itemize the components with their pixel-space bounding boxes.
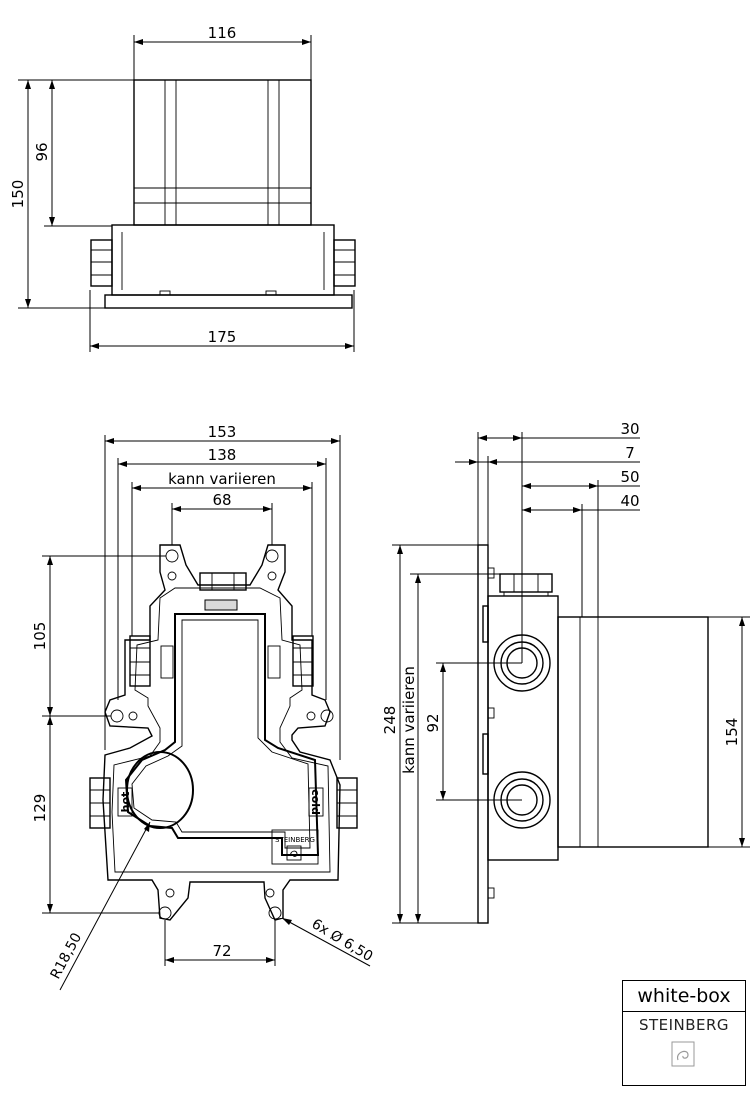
label-hot: hot — [119, 792, 132, 813]
label-cold: cold — [309, 789, 322, 815]
brand-box: white-box STEINBERG — [622, 980, 746, 1086]
dim-248: 248 — [381, 706, 399, 735]
dim-138: 138 — [208, 446, 237, 464]
top-view: 116 150 96 175 — [9, 24, 356, 352]
dim-50: 50 — [620, 468, 639, 486]
dim-105: 105 — [31, 622, 49, 651]
dim-153: 153 — [208, 423, 237, 441]
brand-line-white-box: white-box — [623, 981, 745, 1012]
side-view: 30 7 50 40 248 kann variieren — [381, 420, 750, 924]
dim-129: 129 — [31, 794, 49, 823]
dim-96: 96 — [33, 142, 51, 161]
dim-40: 40 — [620, 492, 639, 510]
dim-116: 116 — [208, 24, 237, 42]
dim-30: 30 — [620, 420, 639, 438]
holes-label: 6x Ø 6,50 — [309, 916, 376, 965]
radius-label: R18,50 — [48, 930, 86, 981]
dim-150: 150 — [9, 180, 27, 209]
front-view: hot cold STEINBERG 153 138 kann variiere… — [31, 423, 376, 991]
dim-154: 154 — [723, 718, 741, 747]
dim-kann-variieren-front: kann variieren — [168, 470, 276, 488]
steinberg-logo-icon — [671, 1041, 695, 1067]
brand-line-steinberg: STEINBERG — [638, 1016, 730, 1034]
dim-7: 7 — [625, 444, 635, 462]
dim-175: 175 — [208, 328, 237, 346]
label-steinberg: STEINBERG — [275, 836, 315, 844]
dim-92: 92 — [424, 713, 442, 732]
dim-kann-variieren-side: kann variieren — [400, 666, 418, 774]
dim-72: 72 — [212, 942, 231, 960]
dim-68: 68 — [212, 491, 231, 509]
